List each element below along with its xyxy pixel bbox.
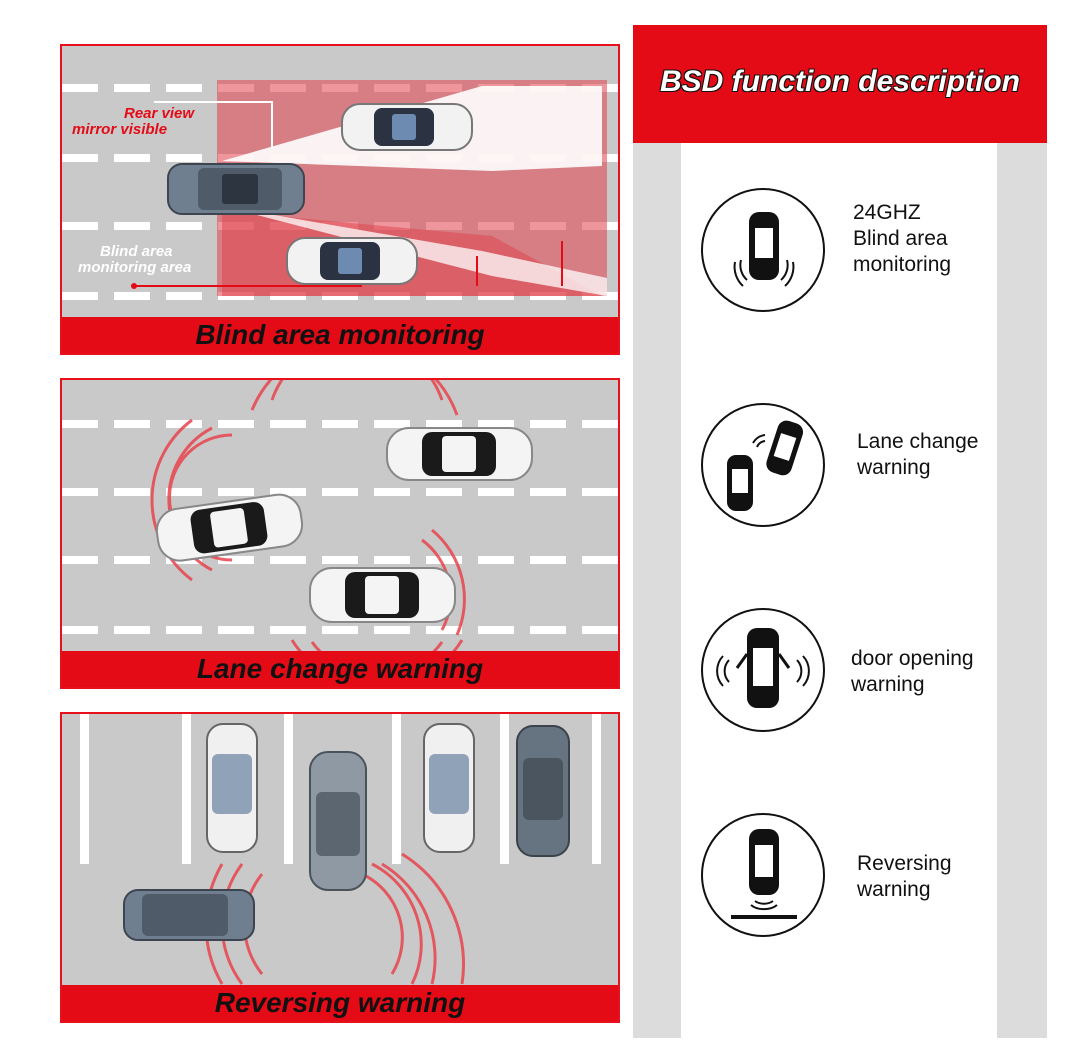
car-bottom xyxy=(286,237,418,285)
car-middle xyxy=(167,163,305,215)
feature-4-line2: warning xyxy=(857,878,931,901)
feature-blind-area: 24GHZ Blind area monitoring xyxy=(681,178,997,318)
feature-reversing: Reversing warning xyxy=(681,803,997,943)
blind-area-banner: Blind area monitoring xyxy=(62,317,618,353)
lane-change-panel: Lane change warning xyxy=(60,378,620,689)
feature-1-line3: monitoring xyxy=(853,253,952,276)
reversing-panel: Reversing warning xyxy=(60,712,620,1023)
feature-lane-change: Lane change warning xyxy=(681,393,997,533)
bsd-sidebar: BSD function description 24GHZ Blind are… xyxy=(633,25,1047,1038)
feature-2-line1: Lane change xyxy=(857,430,979,453)
feature-1-line2: Blind area xyxy=(853,227,948,250)
feature-1-line1: 24GHZ xyxy=(853,201,921,224)
car-reverse-icon xyxy=(701,813,825,937)
feature-reversing-text: Reversing warning xyxy=(857,851,1007,903)
car-radar-icon xyxy=(701,188,825,312)
feature-lane-change-text: Lane change warning xyxy=(857,429,1007,481)
parked-car-2 xyxy=(423,723,475,853)
blind-area-panel: Rear view mirror visible Blind area moni… xyxy=(60,44,620,355)
car-lane-middle xyxy=(155,493,304,562)
sidebar-header: BSD function description xyxy=(633,25,1047,143)
sidebar-title: BSD function description xyxy=(660,65,1020,98)
lane-change-illustration xyxy=(62,380,618,651)
reversing-banner: Reversing warning xyxy=(62,985,618,1021)
mirror-label-2: mirror visible xyxy=(72,121,167,138)
passing-car xyxy=(123,889,255,941)
mirror-label-1: Rear view xyxy=(124,105,195,122)
feature-blind-area-text: 24GHZ Blind area monitoring xyxy=(853,200,1003,278)
feature-door-opening: door opening warning xyxy=(681,598,997,738)
blind-label-2: monitoring area xyxy=(78,259,191,276)
lane-change-banner: Lane change warning xyxy=(62,651,618,687)
reversing-car xyxy=(309,751,367,891)
car-lane-bottom xyxy=(309,567,456,623)
reversing-illustration xyxy=(62,714,618,985)
feature-2-line2: warning xyxy=(857,456,931,479)
car-top-right xyxy=(341,103,473,151)
feature-door-opening-text: door opening warning xyxy=(851,646,1001,698)
blind-area-illustration: Rear view mirror visible Blind area moni… xyxy=(62,46,618,317)
blind-label-1: Blind area xyxy=(100,243,173,260)
feature-3-line1: door opening xyxy=(851,647,974,670)
feature-4-line1: Reversing xyxy=(857,852,952,875)
car-lane-top xyxy=(386,427,533,481)
parked-car-3 xyxy=(516,725,570,857)
car-doors-icon xyxy=(701,608,825,732)
feature-list: 24GHZ Blind area monitoring xyxy=(681,143,997,1038)
feature-3-line2: warning xyxy=(851,673,925,696)
two-cars-icon xyxy=(701,403,825,527)
parked-car-1 xyxy=(206,723,258,853)
